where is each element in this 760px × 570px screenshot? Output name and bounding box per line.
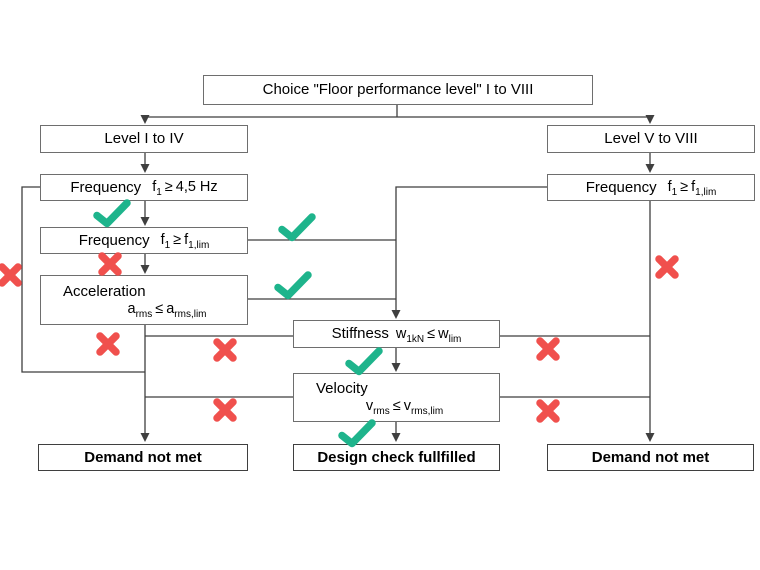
node-frequency-f1lim-left-label: Frequency — [78, 231, 150, 249]
node-velocity: Velocity vrms≤vrms,lim — [293, 373, 500, 422]
cross-icon — [98, 252, 122, 276]
node-acceleration: Acceleration arms≤arms,lim — [40, 275, 248, 325]
node-stiffness: Stiffness w1kN≤wlim — [293, 320, 500, 348]
cross-icon — [0, 263, 22, 287]
node-acceleration-formula: arms≤arms,lim — [127, 300, 207, 320]
cross-icon — [536, 399, 560, 423]
node-frequency-f1lim-right-formula: f1≥f1,lim — [667, 179, 717, 199]
node-frequency-45hz: Frequency f1≥4,5 Hz — [40, 174, 248, 201]
node-level-5-to-8: Level V to VIII — [547, 125, 755, 153]
node-velocity-label: Velocity — [316, 380, 368, 398]
node-choice: Choice "Floor performance level" I to VI… — [203, 75, 593, 105]
cross-icon — [96, 332, 120, 356]
node-demand-not-met-right: Demand not met — [547, 444, 754, 471]
node-demand-not-met-left-label: Demand not met — [84, 448, 202, 466]
node-demand-not-met-left: Demand not met — [38, 444, 248, 471]
cross-icon — [536, 337, 560, 361]
node-level-1-to-4-label: Level I to IV — [104, 130, 184, 148]
node-choice-label: Choice "Floor performance level" I to VI… — [262, 81, 534, 99]
check-icon — [278, 213, 316, 242]
cross-icon — [213, 338, 237, 362]
node-demand-not-met-right-label: Demand not met — [591, 448, 710, 466]
node-frequency-f1lim-left-formula: f1≥f1,lim — [160, 232, 210, 252]
check-icon — [345, 347, 383, 376]
node-design-check-fulfilled: Design check fullfilled — [293, 444, 500, 471]
check-icon — [274, 271, 312, 300]
node-frequency-f1lim-left: Frequency f1≥f1,lim — [40, 227, 248, 254]
node-frequency-45hz-formula: f1≥4,5 Hz — [152, 179, 218, 199]
check-icon — [93, 199, 131, 228]
node-acceleration-label: Acceleration — [63, 282, 146, 300]
node-level-1-to-4: Level I to IV — [40, 125, 248, 153]
node-frequency-f1lim-right: Frequency f1≥f1,lim — [547, 174, 755, 201]
node-frequency-f1lim-right-label: Frequency — [585, 178, 657, 196]
node-level-5-to-8-label: Level V to VIII — [604, 130, 698, 148]
check-icon — [338, 419, 376, 448]
node-design-check-fulfilled-label: Design check fullfilled — [317, 448, 476, 466]
node-velocity-formula: vrms≤vrms,lim — [365, 398, 444, 418]
cross-icon — [213, 398, 237, 422]
cross-icon — [655, 255, 679, 279]
node-stiffness-formula: w1kN≤wlim — [395, 325, 462, 345]
node-stiffness-label: Stiffness — [331, 325, 389, 343]
node-frequency-45hz-label: Frequency — [70, 178, 142, 196]
